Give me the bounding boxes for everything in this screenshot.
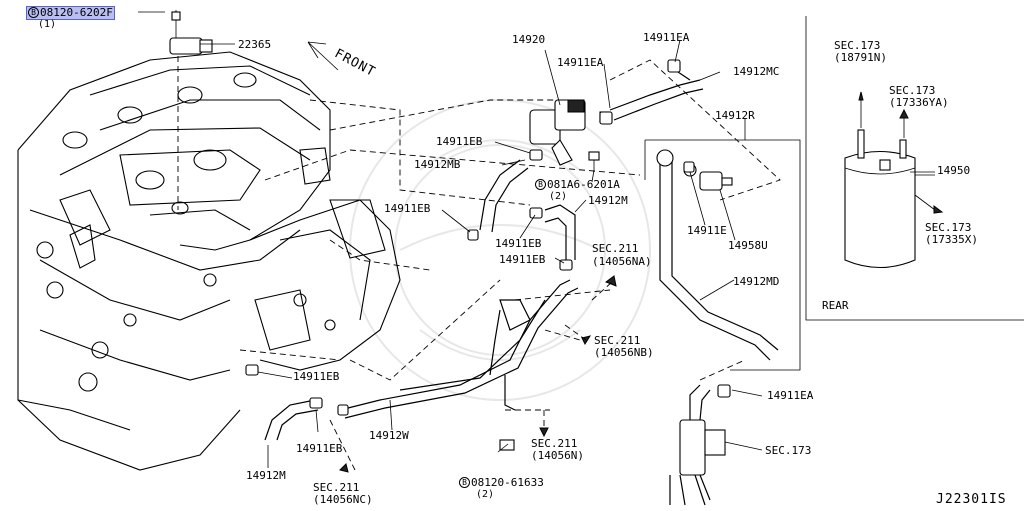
sec-173-bottom-label[interactable]: SEC.173 — [765, 444, 812, 457]
circle-b-marker: B — [459, 477, 470, 488]
rear-label: REAR — [822, 299, 849, 312]
diagram-id: J22301IS — [936, 492, 1007, 507]
sec-17336ya-code: (17336YA) — [889, 96, 949, 109]
front-arrow — [307, 41, 339, 71]
sec-14056nc-label[interactable]: SEC.211 — [313, 481, 360, 494]
label-14912md[interactable]: 14912MD — [733, 275, 780, 288]
bolt-bottom-part-number: 08120-61633 — [471, 476, 544, 489]
sec-14056na-code: (14056NA) — [592, 255, 652, 268]
sec-14056n-label[interactable]: SEC.211 — [531, 437, 578, 450]
sec-14056n-code: (14056N) — [531, 449, 584, 462]
label-14911ea-mid[interactable]: 14911EA — [557, 56, 604, 69]
sec-14056nb-label[interactable]: SEC.211 — [594, 334, 641, 347]
label-14911eb-e[interactable]: 14911EB — [293, 370, 340, 383]
label-14911ea-top[interactable]: 14911EA — [643, 31, 690, 44]
dashed-reference-lines — [177, 56, 781, 471]
label-14912m-bottom[interactable]: 14912M — [246, 469, 286, 482]
hoses — [264, 69, 779, 441]
sec-14056nc-code: (14056NC) — [313, 493, 373, 506]
label-14911eb-a[interactable]: 14911EB — [436, 135, 483, 148]
sec-17335x-label[interactable]: SEC.173 — [925, 221, 972, 234]
circle-b-marker: B — [535, 179, 546, 190]
clamps — [245, 59, 695, 416]
bolt-valve-shape — [588, 151, 600, 172]
label-14912mc[interactable]: 14912MC — [733, 65, 780, 78]
canister-14950 — [844, 91, 944, 268]
rear-inset-border — [805, 16, 1024, 321]
label-14912r[interactable]: 14912R — [715, 109, 755, 122]
bolt-top-qty: (1) — [38, 19, 57, 30]
label-14950[interactable]: 14950 — [937, 164, 971, 177]
label-14911eb-b[interactable]: 14911EB — [384, 202, 431, 215]
engine-block — [17, 51, 401, 471]
sec-18791n-label[interactable]: SEC.173 — [834, 39, 881, 52]
bolt-bottom-qty: (2) — [476, 489, 495, 500]
circle-b-marker: B — [28, 7, 39, 18]
hose-section-14912r — [644, 139, 801, 371]
section-arrows — [339, 275, 617, 473]
label-22365[interactable]: 22365 — [238, 38, 272, 51]
sec-17336ya-label[interactable]: SEC.173 — [889, 84, 936, 97]
label-14912mb[interactable]: 14912MB — [414, 158, 461, 171]
tube-bundle-14912w — [339, 279, 579, 451]
label-14912w[interactable]: 14912W — [369, 429, 409, 442]
label-14911eb-c[interactable]: 14911EB — [495, 237, 542, 250]
label-14912m-mid[interactable]: 14912M — [588, 194, 628, 207]
sec-17335x-code: (17335X) — [925, 233, 978, 246]
valve-assembly-bottom — [669, 384, 731, 506]
sensor-22365 — [169, 10, 213, 55]
label-14911eb-f[interactable]: 14911EB — [296, 442, 343, 455]
sec-14056na-label[interactable]: SEC.211 — [592, 242, 639, 255]
bolt-valve-qty: (2) — [549, 191, 568, 202]
sec-18791n-code: (18791N) — [834, 51, 887, 64]
label-14958u[interactable]: 14958U — [728, 239, 768, 252]
bolt-top-part-number: 08120-6202F — [40, 6, 113, 19]
label-14911eb-d[interactable]: 14911EB — [499, 253, 546, 266]
purge-valve-14920 — [529, 49, 611, 166]
sec-14056nb-code: (14056NB) — [594, 346, 654, 359]
label-14911e[interactable]: 14911E — [687, 224, 727, 237]
bolt-valve-part-number: 081A6-6201A — [547, 178, 620, 191]
leader-lines — [138, 11, 935, 468]
label-14920[interactable]: 14920 — [512, 33, 546, 46]
label-14911ea-bottom[interactable]: 14911EA — [767, 389, 814, 402]
